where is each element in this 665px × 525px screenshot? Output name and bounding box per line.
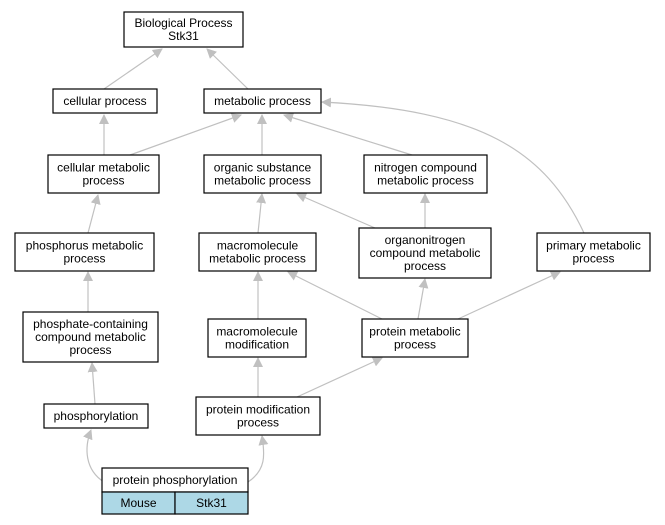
- edge-organonitro-to-orgsub: [296, 193, 376, 229]
- node-label: process: [82, 174, 124, 188]
- node-label: metabolic process: [209, 252, 306, 266]
- node-label: process: [63, 252, 105, 266]
- legend-label-left: Mouse: [120, 496, 156, 510]
- node-box: [198, 232, 317, 272]
- edge-protmeta-to-macro: [287, 271, 383, 320]
- node-label: primary metabolic: [546, 239, 641, 253]
- edges-layer: [83, 48, 585, 483]
- node-label: organonitrogen: [385, 233, 466, 247]
- node-box: [203, 88, 322, 114]
- edge-phosmeta-to-cellmeta: [87, 194, 101, 234]
- node-label: metabolic process: [214, 174, 311, 188]
- node-box: [47, 154, 160, 194]
- node-box: [43, 403, 149, 429]
- edge-nitro-to-metabolic: [283, 112, 413, 156]
- node-label: phosphorus metabolic: [26, 239, 143, 253]
- species-legend: Mouse Stk31: [101, 491, 249, 515]
- node-label: Biological Process: [134, 16, 232, 30]
- node-phosphorylation[interactable]: phosphorylation: [43, 403, 149, 429]
- node-label: compound metabolic: [370, 246, 481, 260]
- node-metabolic[interactable]: metabolic process: [203, 88, 322, 114]
- edge-cellmeta-to-metabolic: [129, 113, 242, 156]
- edge-protmod-to-protmeta: [296, 357, 383, 398]
- node-label: process: [69, 343, 111, 357]
- node-label: protein metabolic: [369, 325, 460, 339]
- node-label: cellular metabolic: [57, 161, 150, 175]
- node-label: macromolecule: [217, 239, 299, 253]
- node-box: [195, 396, 321, 436]
- node-protphos[interactable]: protein phosphorylation: [101, 467, 249, 493]
- node-box: [361, 318, 469, 358]
- node-box: [207, 318, 307, 358]
- node-box: [203, 154, 322, 194]
- node-label: modification: [225, 338, 289, 352]
- node-label: process: [237, 416, 279, 430]
- node-box: [536, 232, 651, 272]
- node-label: phosphorylation: [54, 409, 139, 423]
- legend-cell-right: [174, 491, 249, 515]
- node-label: metabolic process: [214, 94, 311, 108]
- node-label: phosphate-containing: [33, 317, 148, 331]
- edge-macro-to-orgsub: [256, 193, 267, 234]
- node-box: [52, 88, 158, 114]
- edge-primary-to-metabolic: [321, 97, 585, 234]
- node-label: cellular process: [63, 94, 146, 108]
- node-label: protein phosphorylation: [113, 473, 238, 487]
- legend-label-right: Stk31: [196, 496, 227, 510]
- node-label: nitrogen compound: [374, 161, 477, 175]
- node-box: [14, 232, 155, 272]
- node-box: [22, 311, 159, 363]
- edge-protphos-to-phosphorylation: [83, 429, 105, 483]
- node-label: macromolecule: [216, 325, 298, 339]
- node-label: process: [394, 338, 436, 352]
- node-label: metabolic process: [377, 174, 474, 188]
- edge-protphos-to-protmod: [247, 435, 269, 483]
- node-label: protein modification: [206, 403, 310, 417]
- node-label: compound metabolic: [35, 330, 146, 344]
- node-box: [101, 467, 249, 493]
- node-label: Stk31: [168, 29, 199, 43]
- edge-protmeta-to-organonitro: [417, 278, 429, 320]
- edge-phosphorylation-to-phoscontain: [87, 362, 98, 405]
- node-label: process: [572, 252, 614, 266]
- edge-protmeta-to-primary: [457, 271, 561, 320]
- node-cellular[interactable]: cellular process: [52, 88, 158, 114]
- node-label: process: [404, 259, 446, 273]
- node-box: [363, 154, 488, 194]
- node-box: [358, 227, 492, 279]
- edge-cellular-to-bp: [103, 48, 163, 90]
- node-box: [123, 11, 244, 48]
- edge-metabolic-to-bp: [206, 48, 249, 90]
- node-label: organic substance: [214, 161, 312, 175]
